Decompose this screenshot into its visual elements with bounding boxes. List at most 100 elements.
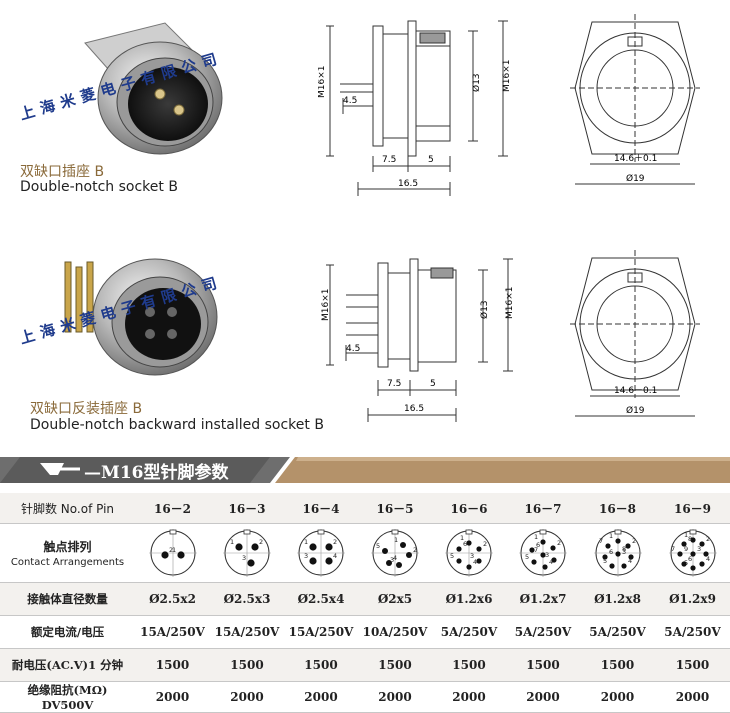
product-caption-cn-2: 双缺口反装插座 B	[30, 401, 143, 417]
current-cell: 5A/250V	[580, 615, 655, 649]
voltage-cell: 1500	[210, 648, 284, 682]
contact-pin-label: 6	[536, 541, 540, 549]
dim-5: 5	[428, 155, 434, 165]
current-cell: 5A/250V	[655, 615, 730, 649]
contact-pin-label: 8	[688, 535, 692, 543]
diameter-cell: Ø2.5x2	[135, 582, 210, 616]
key-notch	[317, 529, 325, 535]
contact-pin	[247, 559, 255, 567]
insulation-cell: 2000	[506, 681, 580, 713]
dim-16-5: 16.5	[398, 179, 418, 189]
contact-pin	[476, 546, 482, 552]
key-notch	[391, 529, 399, 535]
contact-pin-label: 6	[609, 548, 613, 556]
row-label-contact-cn: 触点排列	[43, 540, 92, 554]
key-notch	[243, 529, 251, 535]
contact-pin	[309, 557, 317, 565]
voltage-cell: 1500	[358, 648, 432, 682]
insulation-resistance-row: 绝缘阻抗(MΩ) DV500V 2000 2000 2000 2000 2000…	[0, 681, 730, 713]
current-cell: 15A/250V	[284, 615, 358, 649]
contact-pin-label: 9	[684, 545, 688, 553]
key-notch	[465, 529, 473, 535]
side-view-drawing: M16×1 4.5 Ø13 M16×1 7.5 5 16.5	[318, 20, 512, 196]
dim-m16-right-2: M16×1	[505, 287, 515, 319]
contact-pin	[476, 558, 482, 564]
diameter-cell: Ø1.2x7	[506, 582, 580, 616]
insulation-cell: 2000	[432, 681, 506, 713]
contact-pin-label: 3	[390, 556, 394, 564]
contact-pin	[325, 557, 333, 565]
pin-count-cell: 16－7	[506, 493, 580, 524]
row-label-pins: 针脚数 No.of Pin	[0, 493, 135, 524]
pin-count-cell: 16－5	[358, 493, 432, 524]
dim-4-5-2: 4.5	[346, 344, 360, 354]
contact-pin	[386, 560, 392, 566]
contact-pin	[176, 551, 185, 559]
contact-pin-label: 1	[304, 538, 308, 546]
contact-pin	[676, 551, 683, 557]
withstand-voltage-row: 耐电压(AC.V)1 分钟 1500 1500 1500 1500 1500 1…	[0, 648, 730, 682]
product-caption-en: Double-notch socket B	[20, 179, 178, 195]
contact-pin-label: 4	[333, 552, 337, 560]
dim-m16-2: M16×1	[321, 289, 331, 321]
dim-7-5: 7.5	[382, 155, 396, 165]
contact-diagram-9: 123456789	[668, 529, 717, 577]
contact-pin	[550, 545, 556, 551]
insulation-cell: 2000	[135, 681, 210, 713]
key-notch	[614, 529, 621, 535]
contact-pin-label: 2	[632, 537, 636, 545]
pin-count-cell: 16－8	[580, 493, 655, 524]
contact-pin-label: 1	[534, 533, 538, 541]
contact-pin-label: 7	[671, 545, 675, 553]
contact-pin-label: 1	[394, 536, 398, 544]
contact-pin	[309, 543, 317, 551]
contact-diagram-2: 12	[148, 529, 197, 577]
pin-count-cell: 16－3	[210, 493, 284, 524]
row-label-insulation: 绝缘阻抗(MΩ) DV500V	[0, 681, 135, 713]
dim-16-5-2: 16.5	[404, 404, 424, 414]
contact-pin	[540, 539, 546, 545]
dim-d13: Ø13	[471, 73, 482, 92]
current-cell: 5A/250V	[432, 615, 506, 649]
contact-diameter-row: 接触体直径数量 Ø2.5x2 Ø2.5x3 Ø2.5x4 Ø2x5 Ø1.2x6…	[0, 582, 730, 616]
contact-pin	[396, 562, 402, 568]
current-cell: 5A/250V	[506, 615, 580, 649]
voltage-cell: 1500	[135, 648, 210, 682]
contact-pin-label: 1	[460, 534, 464, 542]
contact-pin-label: 7	[534, 546, 538, 554]
voltage-cell: 1500	[506, 648, 580, 682]
contact-pin	[325, 543, 333, 551]
contact-pin-label: 4	[706, 555, 710, 563]
section-banner	[0, 457, 730, 483]
contact-pin	[400, 542, 406, 548]
contact-pin	[698, 541, 705, 547]
contact-pin	[624, 543, 631, 549]
row-label-current: 额定电流/电压	[0, 615, 135, 649]
contact-pin-label: 3	[304, 552, 308, 560]
contact-pin	[542, 564, 548, 570]
current-cell: 15A/250V	[210, 615, 284, 649]
insulation-cell: 2000	[358, 681, 432, 713]
diameter-cell: Ø1.2x8	[580, 582, 655, 616]
contact-pin-label: 4	[628, 557, 632, 565]
pin-count-cell: 16－2	[135, 493, 210, 524]
contact-pin-label: 7	[599, 537, 603, 545]
pin-spec-table: 针脚数 No.of Pin 16－2 16－3 16－4 16－5 16－6 1…	[0, 493, 730, 713]
rated-current-row: 额定电流/电压 15A/250V 15A/250V 15A/250V 10A/2…	[0, 615, 730, 649]
dim-19: Ø19	[626, 173, 645, 184]
dim-14-6: 14.6＋0.1	[614, 153, 657, 164]
contact-pin	[689, 565, 696, 571]
front-view-drawing: 14.6＋0.1 Ø19	[570, 14, 700, 185]
contact-pin-label: 3	[622, 548, 626, 556]
current-cell: 15A/250V	[135, 615, 210, 649]
contact-pin	[540, 552, 546, 558]
contact-pin-label: 5	[376, 542, 380, 550]
contact-pin-label: 6	[463, 540, 467, 548]
product-caption-en-2: Double-notch backward installed socket B	[30, 417, 324, 433]
